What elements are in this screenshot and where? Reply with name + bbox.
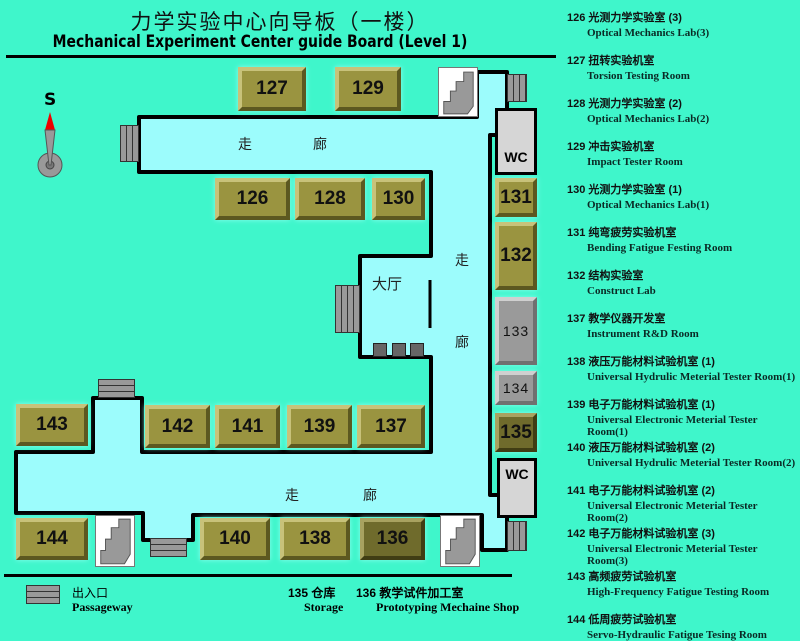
hall-pillar [410, 343, 424, 357]
legend-entry: 128 光测力学实验室 (2) Optical Mechanics Lab(2) [567, 95, 709, 125]
legend-entry: 143 高频疲劳试验机室 High-Frequency Fatigue Testi… [567, 568, 769, 598]
room-144[interactable]: 144 [16, 518, 88, 560]
room-132[interactable]: 132 [495, 222, 537, 290]
legend-entry-en: Bending Fatigue Festing Room [587, 242, 733, 254]
hall-label: 大厅 [372, 275, 403, 293]
legend-entry: 140 液压万能材料试验机室 (2) Universal Hydrulic Met… [567, 439, 795, 469]
passageway-entrance[interactable] [507, 74, 527, 102]
hall-pillar [392, 343, 406, 357]
legend-entry-cn: 127 扭转实验机室 [567, 55, 655, 67]
legend-entry-en: Instrument R&D Room [587, 328, 699, 340]
legend-entry-en: Construct Lab [587, 285, 656, 297]
corridor-label: 廊 [455, 335, 469, 351]
room-131[interactable]: 131 [495, 178, 537, 217]
legend-entry-cn: 130 光测力学实验室 (1) [567, 184, 682, 196]
room-130[interactable]: 130 [372, 178, 425, 220]
legend-entry-cn: 142 电子万能材料试验机室 (3) [567, 528, 715, 540]
corridor-label: 廊 [313, 137, 327, 153]
legend-entry-cn: 140 液压万能材料试验机室 (2) [567, 442, 715, 454]
legend-entry-en: Optical Mechanics Lab(3) [587, 27, 710, 39]
legend-entry-en: Optical Mechanics Lab(1) [587, 199, 710, 211]
room-143[interactable]: 143 [16, 404, 88, 446]
room-133[interactable]: 133 [495, 297, 537, 365]
legend-entry-cn: 141 电子万能材料试验机室 (2) [567, 485, 715, 497]
legend-entry-cn: 128 光测力学实验室 (2) [567, 98, 682, 110]
title-chinese: 力学实验中心向导板（一楼） [130, 10, 430, 34]
room-136[interactable]: 136 [360, 518, 425, 560]
legend-entry: 126 光测力学实验室 (3) Optical Mechanics Lab(3) [567, 9, 709, 39]
room-141[interactable]: 141 [215, 405, 280, 448]
footer-divider [4, 574, 512, 577]
corridor-label: 走 [455, 253, 469, 269]
room-127[interactable]: 127 [238, 67, 306, 111]
legend-entry-cn: 144 低周疲劳试验机室 [567, 614, 677, 626]
room-138[interactable]: 138 [280, 518, 350, 560]
wc-upper[interactable]: WC [495, 108, 537, 175]
room-135[interactable]: 135 [495, 413, 537, 452]
legend-entry-en: Universal Hydrulic Meterial Tester Room(… [587, 371, 796, 383]
legend-entry-cn: 139 电子万能材料试验机室 (1) [567, 399, 715, 411]
legend-entry-en: Universal Electronic Meterial Tester Roo… [587, 543, 758, 567]
legend-entry-en: Universal Electronic Meterial Tester Roo… [587, 500, 758, 524]
passageway-entrance[interactable] [98, 379, 135, 398]
title-english: Mechanical Experiment Center guide Board… [52, 32, 468, 52]
legend-entry: 137 教学仪器开发室 Instrument R&D Room [567, 310, 699, 340]
legend-entry: 141 电子万能材料试验机室 (2) Universal Electronic M… [567, 482, 800, 524]
room-139[interactable]: 139 [287, 405, 352, 448]
legend-entry-en: Torsion Testing Room [587, 70, 690, 82]
legend-entry-cn: 143 高频疲劳试验机室 [567, 571, 677, 583]
storage-label-cn: 135 仓库 [288, 586, 336, 600]
legend-entry-en: Optical Mechanics Lab(2) [587, 113, 710, 125]
legend-entry-cn: 126 光测力学实验室 (3) [567, 12, 682, 24]
legend-entry: 130 光测力学实验室 (1) Optical Mechanics Lab(1) [567, 181, 709, 211]
corridor-label: 走 [285, 488, 299, 504]
compass-label: S [44, 90, 57, 110]
room-128[interactable]: 128 [295, 178, 365, 220]
legend-entry: 132 结构实验室 Construct Lab [567, 267, 656, 297]
corridor-label: 廊 [363, 488, 377, 504]
passageway-label-cn: 出入口 [72, 586, 109, 600]
legend-entry-cn: 137 教学仪器开发室 [567, 313, 666, 325]
passageway-entrance[interactable] [150, 538, 187, 557]
legend-entry-en: Universal Hydrulic Meterial Tester Room(… [587, 457, 796, 469]
room-140[interactable]: 140 [200, 518, 270, 560]
stairs-icon [95, 515, 135, 567]
room-134[interactable]: 134 [495, 371, 537, 405]
stairs-icon [440, 515, 480, 567]
legend-entry: 139 电子万能材料试验机室 (1) Universal Electronic M… [567, 396, 800, 438]
passageway-entrance[interactable] [507, 521, 527, 551]
storage-label-en: Storage [304, 600, 344, 614]
compass-icon [37, 112, 63, 178]
legend-entry-cn: 131 纯弯疲劳实验机室 [567, 227, 677, 239]
room-126[interactable]: 126 [215, 178, 290, 220]
shop-label-en: Prototyping Mechaine Shop [376, 600, 520, 614]
passageway-entrance[interactable] [120, 125, 139, 162]
stairs-icon [438, 67, 478, 117]
legend-entry-cn: 138 液压万能材料试验机室 (1) [567, 356, 715, 368]
hall-pillar [373, 343, 387, 357]
legend-entry: 129 冲击实验机室 Impact Tester Room [567, 138, 683, 168]
legend-entry-cn: 129 冲击实验机室 [567, 141, 655, 153]
legend-entry-en: Impact Tester Room [587, 156, 683, 168]
legend-entry: 131 纯弯疲劳实验机室 Bending Fatigue Festing Room [567, 224, 732, 254]
room-137[interactable]: 137 [357, 405, 425, 448]
corridor-label: 走 [238, 137, 252, 153]
legend-entry: 142 电子万能材料试验机室 (3) Universal Electronic M… [567, 525, 800, 567]
legend-entry-en: Universal Electronic Meterial Tester Roo… [587, 414, 758, 438]
legend-entry: 127 扭转实验机室 Torsion Testing Room [567, 52, 690, 82]
wc-lower[interactable]: WC [497, 458, 537, 518]
passageway-legend-icon [26, 585, 60, 604]
legend-entry-en: High-Frequency Fatigue Testing Room [587, 586, 770, 598]
passageway-label-en: Passageway [72, 600, 133, 614]
room-129[interactable]: 129 [335, 67, 401, 111]
legend-entry-en: Servo-Hydraulic Fatigue Tesing Room [587, 629, 767, 641]
room-142[interactable]: 142 [145, 405, 210, 448]
legend-entry: 138 液压万能材料试验机室 (1) Universal Hydrulic Met… [567, 353, 795, 383]
legend-entry: 144 低周疲劳试验机室 Servo-Hydraulic Fatigue Tesi… [567, 611, 767, 641]
shop-label-cn: 136 教学试件加工室 [356, 586, 464, 600]
header-divider [6, 55, 556, 58]
legend-entry-cn: 132 结构实验室 [567, 270, 644, 282]
passageway-entrance[interactable] [335, 285, 360, 333]
